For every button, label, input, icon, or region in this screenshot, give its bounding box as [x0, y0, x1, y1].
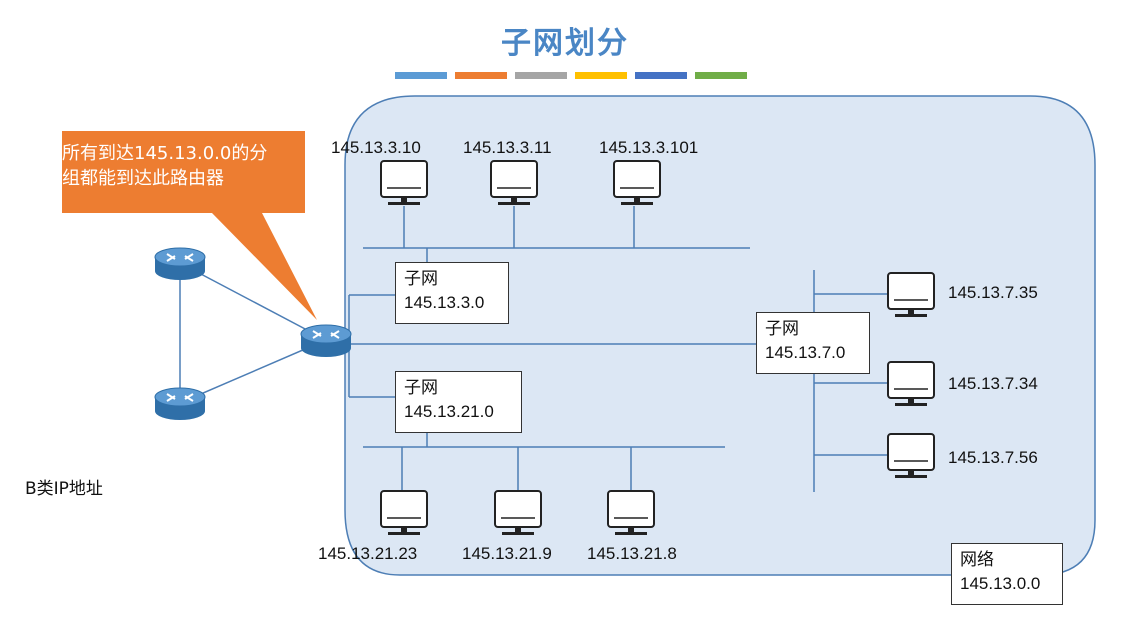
link: [179, 339, 327, 404]
router-icon: [300, 324, 352, 358]
network-region: [344, 95, 1096, 576]
subnet-label: 子网: [765, 319, 799, 338]
subnet-label: 子网: [404, 378, 438, 397]
host-label: 145.13.7.56: [948, 448, 1038, 467]
network-box: 网络 145.13.0.0: [951, 543, 1063, 605]
router-icon: [154, 247, 206, 281]
callout-line: 组都能到达此路由器: [62, 168, 224, 189]
color-bar-segment: [455, 72, 507, 79]
host-label: 145.13.7.35: [948, 283, 1038, 302]
color-bar-segment: [395, 72, 447, 79]
color-bar-segment: [575, 72, 627, 79]
host-label: 145.13.7.34: [948, 374, 1038, 393]
host-label: 145.13.21.23: [318, 544, 418, 563]
callout-bubble: [62, 131, 317, 320]
page-title: 子网划分: [501, 26, 629, 61]
class-label: B类IP地址: [25, 479, 103, 499]
network-address: 145.13.0.0: [960, 574, 1041, 593]
router-icon: [154, 387, 206, 421]
subnet-address: 145.13.7.0: [765, 343, 846, 362]
subnet-address: 145.13.21.0: [404, 402, 494, 421]
subnet-box: 子网 145.13.21.0: [395, 371, 522, 433]
color-bar-segment: [515, 72, 567, 79]
subnet-box: 子网 145.13.3.0: [395, 262, 509, 324]
host-label: 145.13.3.11: [463, 138, 552, 157]
color-bar-segment: [635, 72, 687, 79]
color-bar-segment: [695, 72, 747, 79]
callout-line: 所有到达145.13.0.0的分: [62, 143, 268, 164]
callout-text: 所有到达145.13.0.0的分 组都能到达此路由器: [62, 141, 312, 191]
subnet-label: 子网: [404, 269, 438, 288]
subnet-address: 145.13.3.0: [404, 293, 485, 312]
network-label: 网络: [960, 550, 994, 569]
host-label: 145.13.21.8: [587, 544, 677, 563]
subnet-box: 子网 145.13.7.0: [756, 312, 870, 374]
host-label: 145.13.3.101: [599, 138, 699, 157]
host-label: 145.13.3.10: [331, 138, 421, 157]
link: [179, 262, 327, 341]
host-label: 145.13.21.9: [462, 544, 552, 563]
